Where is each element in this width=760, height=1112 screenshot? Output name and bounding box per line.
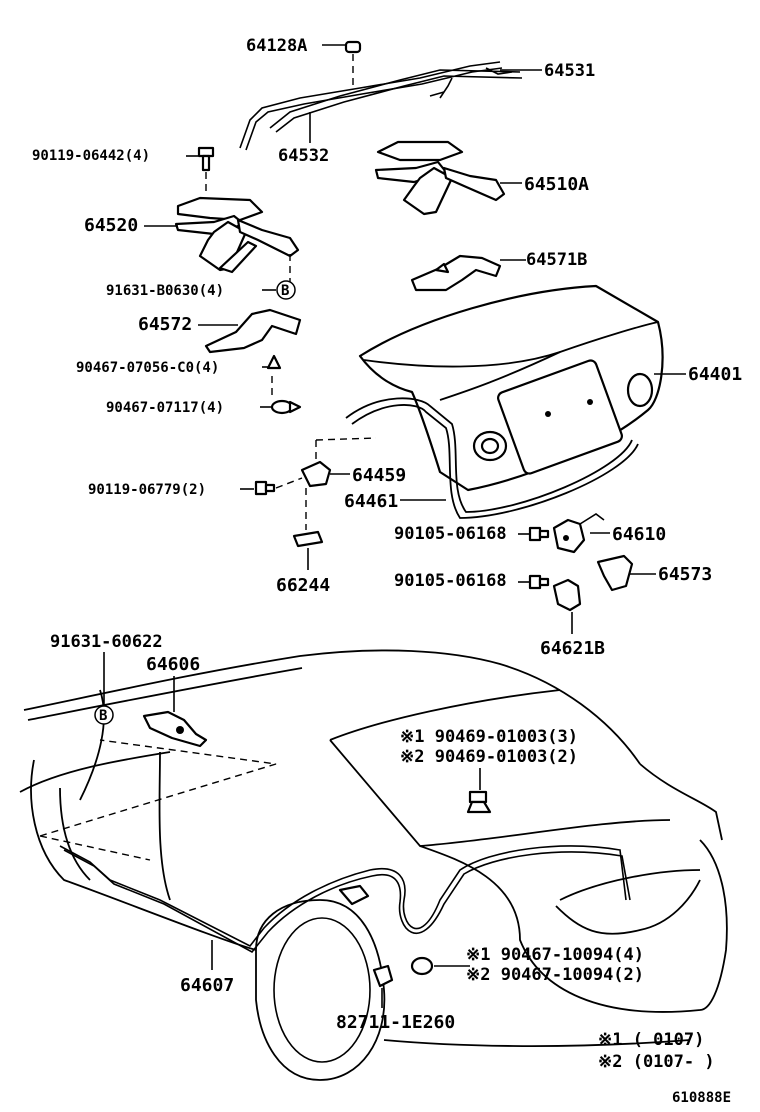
note-1: ※1 ( 0107) <box>598 1030 704 1050</box>
bolt-90119-06779[interactable] <box>254 480 276 496</box>
label-90467-07117[interactable]: 90467-07117(4) <box>106 400 224 416</box>
label-64606[interactable]: 64606 <box>146 654 200 675</box>
label-90469-01003-1[interactable]: ※1 90469-01003(3) <box>400 727 578 747</box>
clip-90467-10094[interactable] <box>410 956 434 976</box>
label-90119-06442[interactable]: 90119-06442(4) <box>32 148 150 164</box>
marker-b-2-label: B <box>99 708 107 724</box>
label-90119-06779[interactable]: 90119-06779(2) <box>88 482 206 498</box>
label-64610[interactable]: 64610 <box>612 524 666 545</box>
bolt-90105-06168-b[interactable] <box>528 574 550 590</box>
clamp-90469-01003[interactable] <box>466 790 492 814</box>
label-64621B[interactable]: 64621B <box>540 638 605 659</box>
label-90467-10094-1[interactable]: ※1 90467-10094(4) <box>466 945 644 965</box>
label-82711-1E260[interactable]: 82711-1E260 <box>336 1012 455 1033</box>
marker-b-1[interactable] <box>276 280 296 300</box>
switch-82711-1E260[interactable] <box>372 964 394 988</box>
label-64510A[interactable]: 64510A <box>524 174 589 195</box>
label-91631-B0630[interactable]: 91631-B0630(4) <box>106 283 224 299</box>
trunk-lid-64401[interactable] <box>358 284 664 492</box>
clip-90467-07117[interactable] <box>270 399 302 415</box>
opener-64606[interactable] <box>142 710 208 748</box>
label-91631-60622[interactable]: 91631-60622 <box>50 632 163 652</box>
label-66244[interactable]: 66244 <box>276 575 330 596</box>
stopper-64459[interactable] <box>300 460 332 488</box>
hinge-64510A[interactable] <box>374 140 506 216</box>
link-64572[interactable] <box>204 308 302 354</box>
label-64532[interactable]: 64532 <box>278 146 329 166</box>
striker-64621B[interactable] <box>552 578 582 612</box>
car-body <box>19 649 728 1081</box>
note-2: ※2 (0107- ) <box>598 1052 715 1072</box>
marker-b-2[interactable] <box>94 705 114 725</box>
bolt-90105-06168-a[interactable] <box>528 526 550 542</box>
lock-on-car <box>338 884 370 906</box>
bolt-90119-06442[interactable] <box>197 146 215 172</box>
torsion-bars-group[interactable] <box>239 61 523 151</box>
label-64459[interactable]: 64459 <box>352 465 406 486</box>
clip-90467-07056[interactable] <box>266 354 282 370</box>
label-64461[interactable]: 64461 <box>344 491 398 512</box>
marker-b-1-label: B <box>281 283 289 299</box>
cable-64607[interactable] <box>59 845 631 954</box>
label-64571B[interactable]: 64571B <box>526 250 587 270</box>
link-64571B[interactable] <box>410 254 502 292</box>
label-90467-07056[interactable]: 90467-07056-C0(4) <box>76 360 219 376</box>
label-64573[interactable]: 64573 <box>658 564 712 585</box>
label-90467-10094-2[interactable]: ※2 90467-10094(2) <box>466 965 644 985</box>
label-90105-06168-a[interactable]: 90105-06168 <box>394 524 507 544</box>
label-90105-06168-b[interactable]: 90105-06168 <box>394 571 507 591</box>
cover-64573[interactable] <box>596 554 634 592</box>
label-64520[interactable]: 64520 <box>84 215 138 236</box>
label-64531[interactable]: 64531 <box>544 61 595 81</box>
label-64572[interactable]: 64572 <box>138 314 192 335</box>
label-90469-01003-2[interactable]: ※2 90469-01003(2) <box>400 747 578 767</box>
cap-64128A[interactable] <box>344 40 362 54</box>
lock-64610[interactable] <box>552 513 605 554</box>
label-64128A[interactable]: 64128A <box>246 36 307 56</box>
weatherstrip-64461[interactable] <box>345 397 639 519</box>
label-64401[interactable]: 64401 <box>688 364 742 385</box>
label-64607[interactable]: 64607 <box>180 975 234 996</box>
diagram-id: 610888E <box>672 1090 731 1106</box>
hinge-64520[interactable] <box>174 196 300 274</box>
pad-66244[interactable] <box>292 530 324 548</box>
